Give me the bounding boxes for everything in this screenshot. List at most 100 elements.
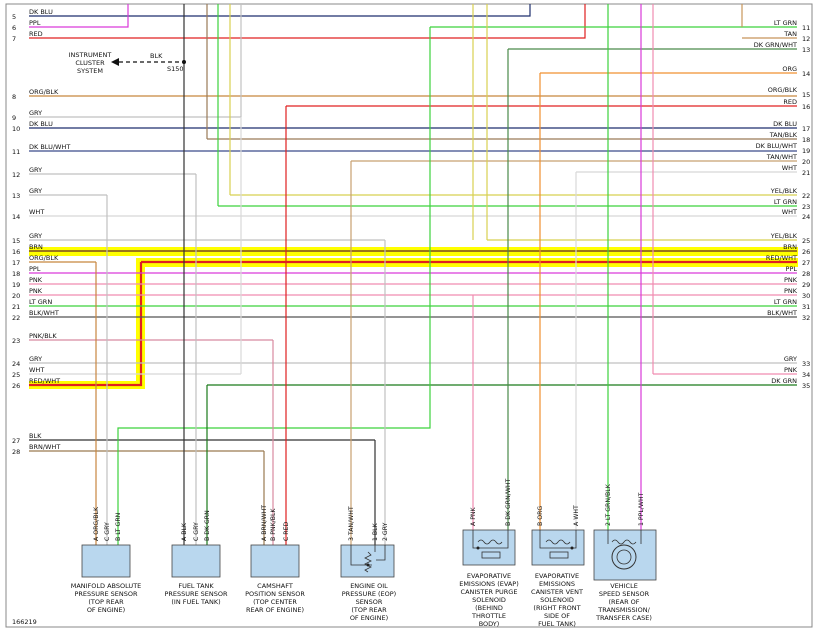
left-wire-number: 5 xyxy=(12,13,16,21)
vss-name-line: (REAR OF xyxy=(608,598,639,606)
right-wire-label: DK BLU xyxy=(773,120,797,128)
evap-vent-name-line: SIDE OF xyxy=(544,612,570,620)
vent-internal-wiring xyxy=(539,530,577,549)
right-wire-number: 16 xyxy=(802,103,810,111)
left-wire-label: BRN xyxy=(29,243,43,251)
left-wire-label: DK BLU/WHT xyxy=(29,143,70,151)
left-wire-number: 21 xyxy=(12,303,20,311)
splice-label: S150 xyxy=(167,65,184,73)
left-wire-label: PNK xyxy=(29,276,43,284)
vss-connector-box xyxy=(593,529,657,581)
left-wire-label: WHT xyxy=(29,366,44,374)
right-wire-label: BLK/WHT xyxy=(767,309,797,317)
right-wire-label: DK GRN xyxy=(771,377,797,385)
left-wire-number: 17 xyxy=(12,259,20,267)
right-wire-label: BRN xyxy=(783,243,797,251)
eop-name-line: (TOP REAR xyxy=(351,606,387,614)
eop-name-line: PRESSURE (EOP) xyxy=(342,590,396,598)
instrument-cluster-callout: INSTRUMENT CLUSTER SYSTEM BLK S150 xyxy=(69,51,186,75)
ftp-connector-box xyxy=(171,544,221,578)
ftp-name-line: FUEL TANK xyxy=(178,582,214,590)
eop-name-line: SENSOR xyxy=(356,598,383,606)
wire-ppl-top xyxy=(29,4,129,28)
right-wire-label: LT GRN xyxy=(774,198,797,206)
eop-node-icon xyxy=(366,563,370,567)
evap-purge-name-line: EVAPORATIVE xyxy=(467,572,511,580)
right-wire-number: 18 xyxy=(802,136,810,144)
left-wire-number: 20 xyxy=(12,292,20,300)
left-wire-label: BLK xyxy=(29,432,42,440)
right-wire-number: 21 xyxy=(802,169,810,177)
right-wire-number: 23 xyxy=(802,203,810,211)
evap-purge-name-line: BODY) xyxy=(479,620,500,628)
right-wire-number: 19 xyxy=(802,147,810,155)
left-wire-label: RED/WHT xyxy=(29,377,60,385)
evap-vent-pin-label: A WHT xyxy=(573,505,580,526)
right-wire-number: 27 xyxy=(802,259,810,267)
right-wire-label: PNK xyxy=(784,276,798,284)
left-wire-label: PNK/BLK xyxy=(29,332,57,340)
evap-vent-name-line: FUEL TANK) xyxy=(538,620,576,628)
right-wire-label: DK GRN/WHT xyxy=(754,41,797,49)
right-wire-label: LT GRN xyxy=(774,19,797,27)
eop-name-line: OF ENGINE) xyxy=(350,614,388,622)
vent-coil-icon xyxy=(545,539,571,545)
map-name-line: MANIFOLD ABSOLUTE xyxy=(71,582,142,590)
right-wire-number: 11 xyxy=(802,24,810,32)
right-wire-label: RED/WHT xyxy=(766,254,797,262)
wire-map-b xyxy=(117,27,431,545)
wires-layer xyxy=(29,4,798,545)
vss-name-line: TRANSMISSION/ xyxy=(597,606,650,614)
right-wire-number: 33 xyxy=(802,360,810,368)
map-pin-label: B LT GRN xyxy=(115,512,122,541)
cmp-name-line: REAR OF ENGINE) xyxy=(246,606,304,614)
purge-internal-wiring xyxy=(472,530,509,549)
right-wire-label: GRY xyxy=(784,355,797,363)
eop-name-line: ENGINE OIL xyxy=(350,582,388,590)
left-wire-number: 7 xyxy=(12,35,16,43)
vss-pin-label: 1 PPL/WHT xyxy=(638,492,645,526)
right-wire-label: DK BLU/WHT xyxy=(756,142,797,150)
vss-rotor-icon xyxy=(611,544,637,570)
vent-node-icon xyxy=(570,546,574,550)
left-wire-number: 28 xyxy=(12,448,20,456)
right-wire-number: 17 xyxy=(802,125,810,133)
left-wire-number: 6 xyxy=(12,24,16,32)
left-wire-number: 27 xyxy=(12,437,20,445)
left-wire-number: 11 xyxy=(12,148,20,156)
map-pin-label: A ORG/BLK xyxy=(93,506,100,541)
wire-red-wht-26 xyxy=(29,262,143,387)
cluster-label-line3: SYSTEM xyxy=(77,67,103,75)
diagram-frame xyxy=(5,3,813,628)
right-wire-number: 20 xyxy=(802,158,810,166)
cmp-name-line: POSITION SENSOR xyxy=(245,590,305,598)
vss-name-line: SPEED SENSOR xyxy=(599,590,650,598)
right-wire-label: ORG xyxy=(782,65,797,73)
splice-dot-icon xyxy=(182,60,186,64)
right-wire-number: 22 xyxy=(802,192,810,200)
cmp-pin-label: A BRN/WHT xyxy=(261,505,268,541)
purge-node-icon xyxy=(476,546,480,550)
right-wire-number: 30 xyxy=(802,292,810,300)
evap-purge-name-line: THROTTLE xyxy=(471,612,506,620)
right-wire-number: 34 xyxy=(802,371,810,379)
left-wire-label: DK BLU xyxy=(29,8,53,16)
vss-pin-label: 2 LT GRN/BLK xyxy=(605,483,612,526)
right-wire-label: YEL/BLK xyxy=(770,187,798,195)
left-wire-number: 25 xyxy=(12,371,20,379)
ftp-name-line: PRESSURE SENSOR xyxy=(164,590,228,598)
eop-pin-label: 3 TAN/WHT xyxy=(348,506,355,541)
evap-purge-name-line: SOLENOID xyxy=(472,596,506,604)
left-wire-number: 16 xyxy=(12,248,20,256)
cmp-name-line: CAMSHAFT xyxy=(257,582,293,590)
right-wire-label: TAN/WHT xyxy=(766,153,797,161)
right-wire-label: ORG/BLK xyxy=(768,86,798,94)
evap-vent-name-line: EVAPORATIVE xyxy=(535,572,579,580)
map-connector-box xyxy=(81,544,131,578)
left-wire-number: 9 xyxy=(12,114,16,122)
evap-purge-name-line: EMISSIONS (EVAP) xyxy=(459,580,519,588)
